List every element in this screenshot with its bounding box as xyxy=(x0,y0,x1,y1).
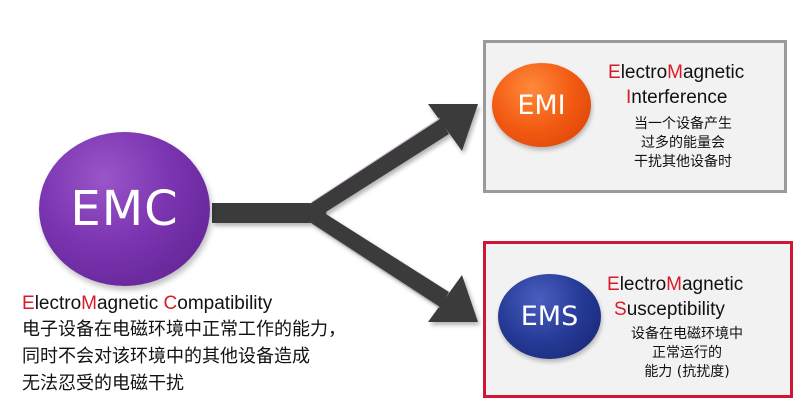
emi-label: EMI xyxy=(517,89,566,121)
ems-desc-line: 正常运行的 xyxy=(652,345,722,361)
ems-name-part: M xyxy=(666,274,682,295)
ems-name-part: usceptibility xyxy=(626,299,725,320)
arrow-head-emi xyxy=(428,104,478,151)
arrow-branch-ems xyxy=(305,209,449,307)
ems-name-part: agnetic xyxy=(681,274,744,295)
emi-name-part: E xyxy=(608,62,621,83)
emi-name-part: M xyxy=(667,62,683,83)
emi-name-line-1: ElectroMagnetic xyxy=(608,61,744,85)
emi-desc-line: 过多的能量会 xyxy=(641,135,725,151)
ems-label: EMS xyxy=(520,301,579,332)
emc-name-part: agnetic xyxy=(96,293,164,314)
emi-desc-line: 当一个设备产生 xyxy=(634,116,732,132)
arrow-branch-emi xyxy=(305,119,449,217)
emc-name-part: E xyxy=(22,293,35,314)
emi-name-part: agnetic xyxy=(682,62,745,83)
emc-name-part: M xyxy=(81,293,97,314)
emc-desc-line-3: 无法忍受的电磁干扰 xyxy=(22,373,184,394)
arrow-shaft xyxy=(212,203,327,223)
ems-name-part: lectro xyxy=(619,274,667,295)
ems-name-line-1: ElectroMagnetic xyxy=(607,273,743,297)
emi-description: 当一个设备产生 过多的能量会 干扰其他设备时 xyxy=(608,115,758,172)
emi-desc-line: 干扰其他设备时 xyxy=(634,154,732,170)
ems-name-part: S xyxy=(614,299,627,320)
emc-desc-line-1: 电子设备在电磁环境中正常工作的能力， xyxy=(22,319,346,340)
emi-name-part: lectro xyxy=(620,62,668,83)
emi-name-line-2: Interference xyxy=(626,86,727,110)
arrow-head-ems xyxy=(428,275,478,322)
emc-desc-line-2: 同时不会对该环境中的其他设备造成 xyxy=(22,346,310,367)
emc-circle: EMC xyxy=(39,132,210,286)
ems-desc-line: 能力 (抗扰度) xyxy=(644,364,730,380)
emc-name-part: ompatibility xyxy=(177,293,273,314)
emi-name-part: I xyxy=(626,87,632,108)
emi-circle: EMI xyxy=(492,63,591,147)
emc-name-part: C xyxy=(163,293,178,314)
ems-circle: EMS xyxy=(498,274,601,359)
ems-name-part: E xyxy=(607,274,620,295)
ems-name-line-2: Susceptibility xyxy=(614,298,725,322)
emc-name-part: lectro xyxy=(34,293,82,314)
ems-description: 设备在电磁环境中 正常运行的 能力 (抗扰度) xyxy=(612,325,762,382)
emc-label: EMC xyxy=(70,181,179,237)
ems-desc-line: 设备在电磁环境中 xyxy=(631,326,743,342)
emc-full-name: ElectroMagnetic Compatibility xyxy=(22,293,272,315)
emi-name-part: nterference xyxy=(631,87,728,108)
